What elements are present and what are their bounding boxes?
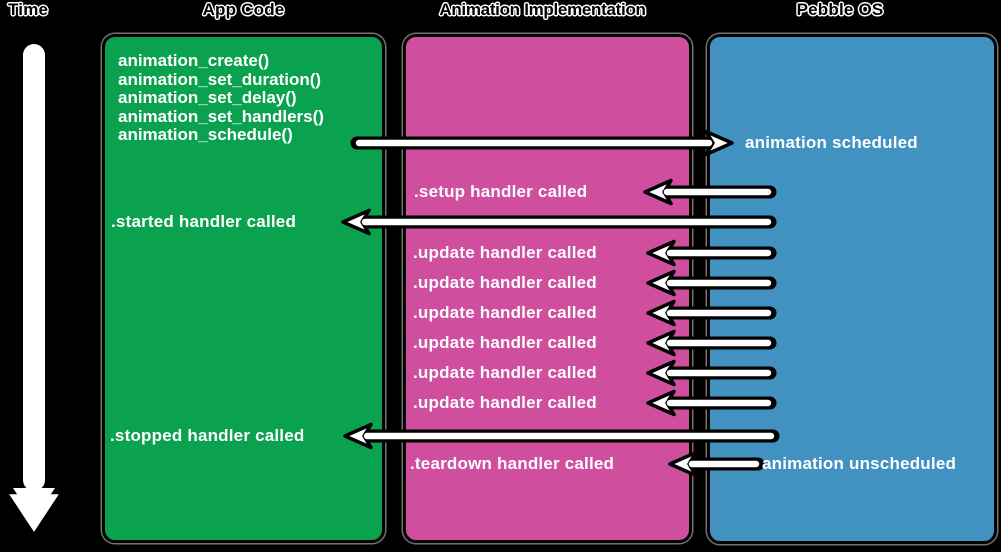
function-animation-set-duration: animation_set_duration() (118, 69, 322, 89)
update-handler-label: .update handler called (413, 363, 597, 382)
stopped-handler-label: .stopped handler called (110, 426, 305, 445)
app-code-box (102, 34, 385, 543)
animation-implementation-box (403, 34, 692, 543)
function-list: animation_create() animation_set_duratio… (118, 51, 324, 145)
function-animation-set-handlers: animation_set_handlers() (118, 106, 324, 126)
time-arrow-icon (2, 39, 66, 539)
animation-implementation-header: Animation Implementation (439, 0, 646, 19)
update-handler-label: .update handler called (413, 333, 597, 352)
app-code-header: App Code (202, 0, 285, 19)
function-animation-schedule: animation_schedule() (118, 125, 293, 144)
function-animation-create: animation_create() (118, 51, 270, 70)
update-handler-label: .update handler called (413, 393, 597, 412)
started-handler-label: .started handler called (111, 212, 297, 231)
function-animation-set-delay: animation_set_delay() (118, 88, 297, 107)
update-handler-label: .update handler called (413, 303, 597, 322)
update-handler-label: .update handler called (413, 243, 597, 262)
teardown-handler-label: .teardown handler called (410, 454, 615, 473)
animation-unscheduled-label: animation unscheduled (762, 454, 957, 473)
time-label: Time (8, 0, 49, 19)
setup-handler-label: .setup handler called (414, 182, 588, 201)
animation-scheduled-label: animation scheduled (745, 133, 918, 152)
pebble-os-header: Pebble OS (796, 0, 884, 19)
update-handler-label: .update handler called (413, 273, 597, 292)
